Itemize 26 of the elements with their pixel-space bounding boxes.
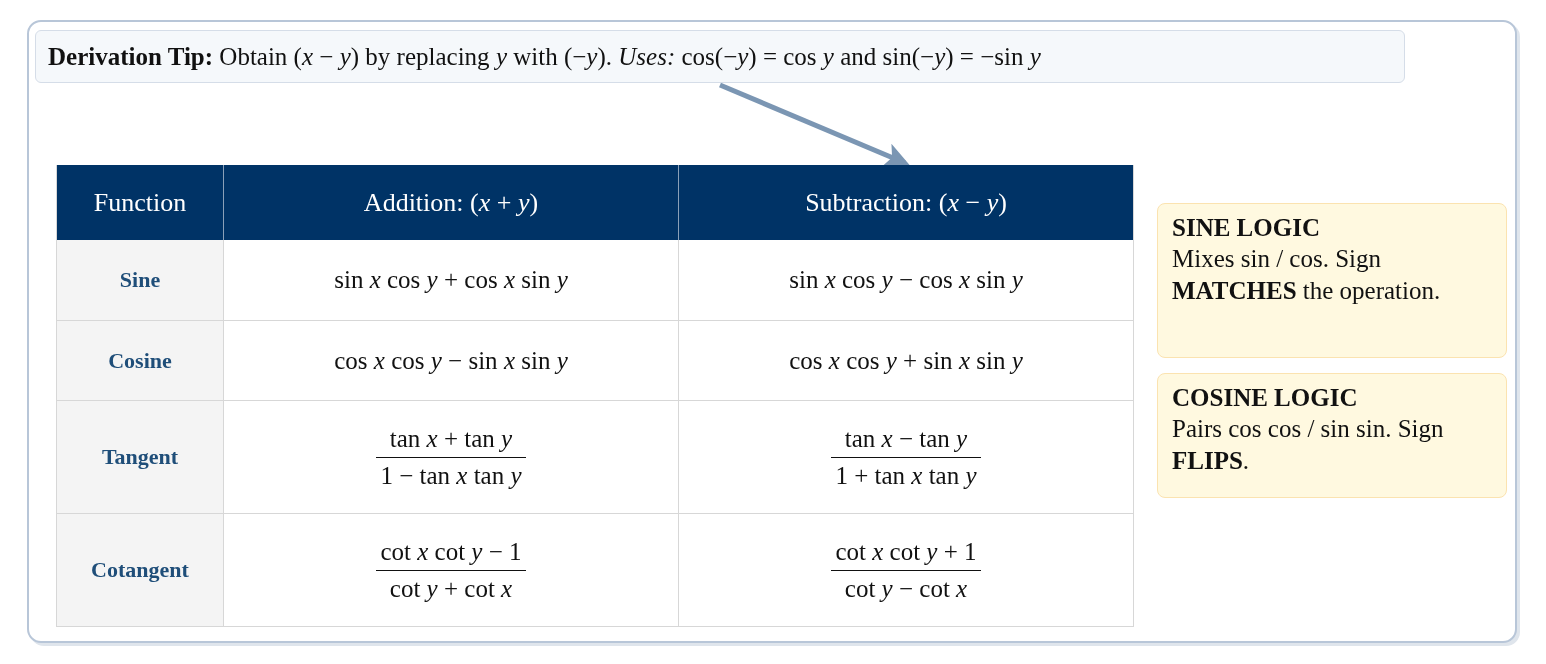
note-heading: COSINE LOGIC xyxy=(1172,383,1359,413)
fraction-numerator: tan x + tan y xyxy=(376,424,526,458)
note-text: Pairs cos cos / sin sin. Sign FLIPS. xyxy=(1172,414,1445,476)
column-header: Subtraction: (x − y) xyxy=(679,165,1134,240)
tip-box: Derivation Tip: Obtain (x − y) by replacing y with (−y). Uses: cos(−y) = cos y and sin(−y) = −sin y xyxy=(35,30,1405,83)
row-header: Tangent xyxy=(56,401,224,514)
arrow xyxy=(719,82,910,167)
note-heading: SINE LOGIC xyxy=(1172,213,1321,243)
fraction-denominator: 1 − tan x tan y xyxy=(379,460,523,490)
fraction-numerator: cot x cot y − 1 xyxy=(376,537,526,571)
row-header: Cosine xyxy=(56,321,224,401)
note-box xyxy=(1157,203,1507,358)
fraction-numerator: cot x cot y + 1 xyxy=(831,537,981,571)
column-header: Addition: (x + y) xyxy=(224,165,679,240)
formula: cos x cos y + sin x sin y xyxy=(679,321,1134,401)
fraction-denominator: cot y + cot x xyxy=(388,573,514,603)
fraction-numerator: tan x − tan y xyxy=(831,424,981,458)
note-text: Mixes sin / cos. Sign MATCHES the operation. xyxy=(1172,244,1442,306)
fraction-denominator: cot y − cot x xyxy=(843,573,969,603)
fraction-denominator: 1 + tan x tan y xyxy=(834,460,978,490)
row-header: Cotangent xyxy=(56,514,224,627)
row-header: Sine xyxy=(56,240,224,321)
note-box xyxy=(1157,373,1507,498)
column-header: Function xyxy=(56,165,224,240)
formula: cos x cos y − sin x sin y xyxy=(224,321,679,401)
formula: sin x cos y + cos x sin y xyxy=(224,240,679,321)
